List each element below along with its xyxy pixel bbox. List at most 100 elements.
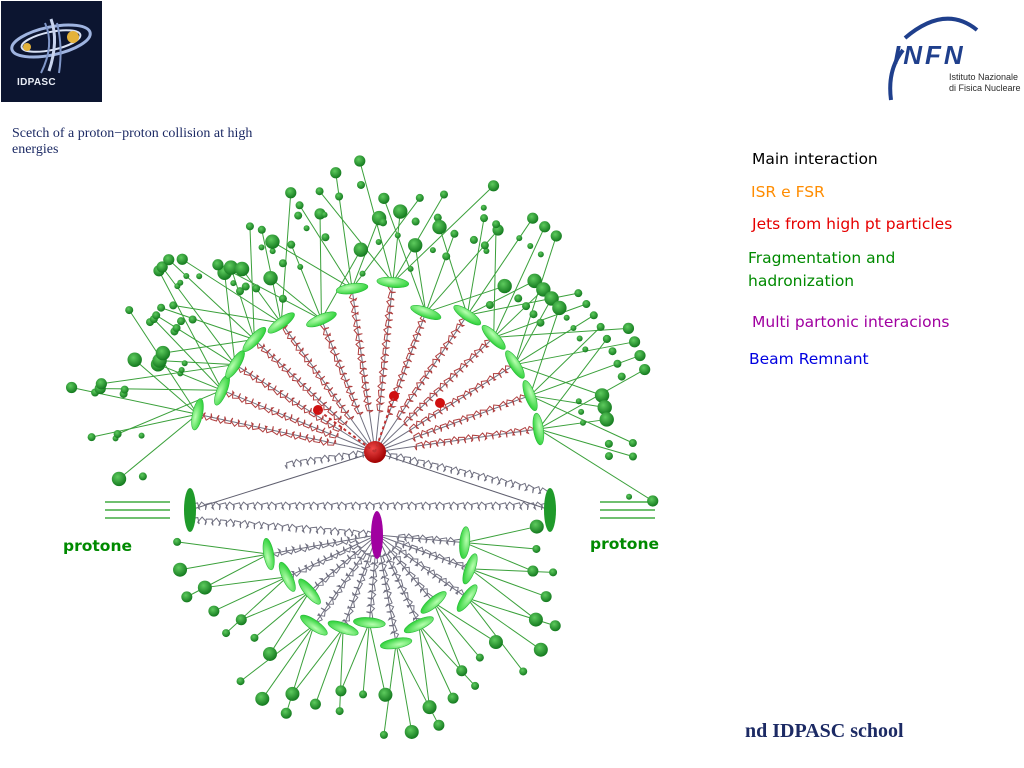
hadron-track bbox=[514, 314, 595, 365]
final-hadron bbox=[628, 452, 637, 461]
final-hadron bbox=[442, 252, 451, 261]
final-hadron bbox=[440, 190, 449, 199]
final-hadron bbox=[475, 653, 484, 662]
fragmentation-cluster bbox=[278, 561, 296, 592]
final-hadron bbox=[522, 302, 531, 311]
fragmentation-cluster bbox=[353, 617, 386, 629]
final-hadron bbox=[378, 192, 390, 204]
final-hadron bbox=[480, 241, 489, 250]
final-hadron bbox=[578, 408, 585, 415]
hadron-track bbox=[159, 360, 236, 366]
fragmentation-cluster bbox=[242, 326, 267, 352]
final-hadron bbox=[354, 155, 366, 167]
gluon-spring bbox=[375, 283, 398, 413]
jet-line bbox=[374, 428, 539, 453]
jet-line bbox=[221, 389, 376, 453]
final-hadron bbox=[432, 219, 447, 235]
final-hadron bbox=[407, 238, 423, 253]
fragmentation-cluster bbox=[262, 538, 275, 571]
final-hadron bbox=[287, 240, 296, 249]
final-hadron bbox=[393, 204, 408, 219]
idpasc-logo: IDPASC bbox=[1, 1, 102, 102]
final-hadron bbox=[579, 419, 586, 426]
fragmentation-cluster bbox=[410, 304, 442, 320]
final-hadron bbox=[173, 562, 188, 577]
gluon-spring bbox=[339, 553, 372, 629]
final-hadron bbox=[294, 211, 303, 220]
fragmentation-cluster bbox=[403, 616, 434, 634]
hadron-track bbox=[162, 338, 255, 354]
gluon-spring bbox=[403, 333, 494, 427]
final-hadron bbox=[111, 471, 127, 487]
final-hadron bbox=[156, 261, 168, 273]
final-hadron bbox=[125, 306, 134, 315]
final-hadron bbox=[335, 707, 344, 716]
final-hadron bbox=[120, 385, 129, 394]
jet-line bbox=[374, 364, 516, 453]
hadron-track bbox=[340, 622, 370, 692]
final-hadron bbox=[263, 270, 278, 286]
gluon-spring bbox=[396, 533, 465, 548]
gluon-spring bbox=[250, 339, 348, 426]
final-hadron bbox=[335, 192, 344, 201]
final-hadron bbox=[492, 220, 501, 229]
final-hadron bbox=[469, 235, 478, 244]
gluon-spring bbox=[307, 545, 363, 595]
final-hadron bbox=[375, 239, 382, 246]
final-hadron bbox=[278, 294, 287, 303]
legend-fragmentation: Fragmentation and hadronization bbox=[748, 249, 896, 290]
final-hadron bbox=[295, 201, 304, 210]
final-hadron bbox=[315, 187, 324, 196]
hadron-track bbox=[158, 270, 223, 391]
hadron-track bbox=[464, 542, 537, 550]
final-hadron bbox=[236, 287, 245, 296]
final-hadron bbox=[456, 665, 468, 677]
proton-label-right: protone bbox=[590, 535, 659, 553]
hadron-track bbox=[91, 413, 198, 438]
final-hadron bbox=[404, 724, 419, 739]
final-hadron bbox=[450, 229, 459, 238]
final-hadron bbox=[357, 180, 366, 189]
gluon-spring bbox=[382, 552, 421, 627]
final-hadron bbox=[359, 270, 366, 277]
hadron-track bbox=[168, 259, 255, 340]
fragmentation-cluster bbox=[298, 578, 321, 605]
final-hadron bbox=[113, 430, 122, 439]
final-hadron bbox=[177, 279, 184, 286]
final-hadron bbox=[536, 318, 545, 327]
final-hadron bbox=[433, 213, 442, 222]
final-hadron bbox=[471, 681, 480, 690]
hadron-track bbox=[514, 364, 603, 396]
legend-isr-fsr: ISR e FSR bbox=[751, 183, 825, 201]
gluon-spring bbox=[391, 545, 471, 600]
infn-logo-arc bbox=[888, 16, 979, 101]
beam-remnant-spring bbox=[189, 501, 551, 511]
final-hadron bbox=[582, 300, 591, 309]
hadron-track bbox=[538, 418, 607, 430]
final-hadron bbox=[485, 300, 494, 309]
final-hadron bbox=[181, 591, 193, 603]
jet-line bbox=[234, 364, 376, 453]
final-hadron bbox=[516, 235, 523, 242]
final-hadron bbox=[169, 301, 178, 310]
hadron-track bbox=[383, 198, 427, 313]
final-hadron bbox=[528, 612, 543, 627]
hadron-track bbox=[538, 369, 645, 430]
hadron-track bbox=[425, 285, 505, 313]
final-hadron bbox=[163, 254, 175, 266]
final-hadron bbox=[172, 323, 181, 332]
hadron-track bbox=[153, 318, 223, 391]
final-hadron bbox=[519, 667, 528, 676]
beam-track bbox=[189, 451, 376, 511]
gluon-spring bbox=[376, 554, 400, 645]
idpasc-logo-graphic bbox=[1, 1, 102, 102]
final-hadron bbox=[532, 544, 541, 553]
hadron-track bbox=[529, 355, 641, 397]
hadron-track bbox=[464, 542, 534, 572]
final-hadron bbox=[604, 452, 613, 461]
final-hadron bbox=[487, 180, 500, 192]
hadron-track bbox=[230, 267, 255, 340]
final-hadron bbox=[549, 568, 558, 577]
final-hadron bbox=[212, 259, 224, 271]
fragmentation-cluster bbox=[453, 305, 482, 326]
